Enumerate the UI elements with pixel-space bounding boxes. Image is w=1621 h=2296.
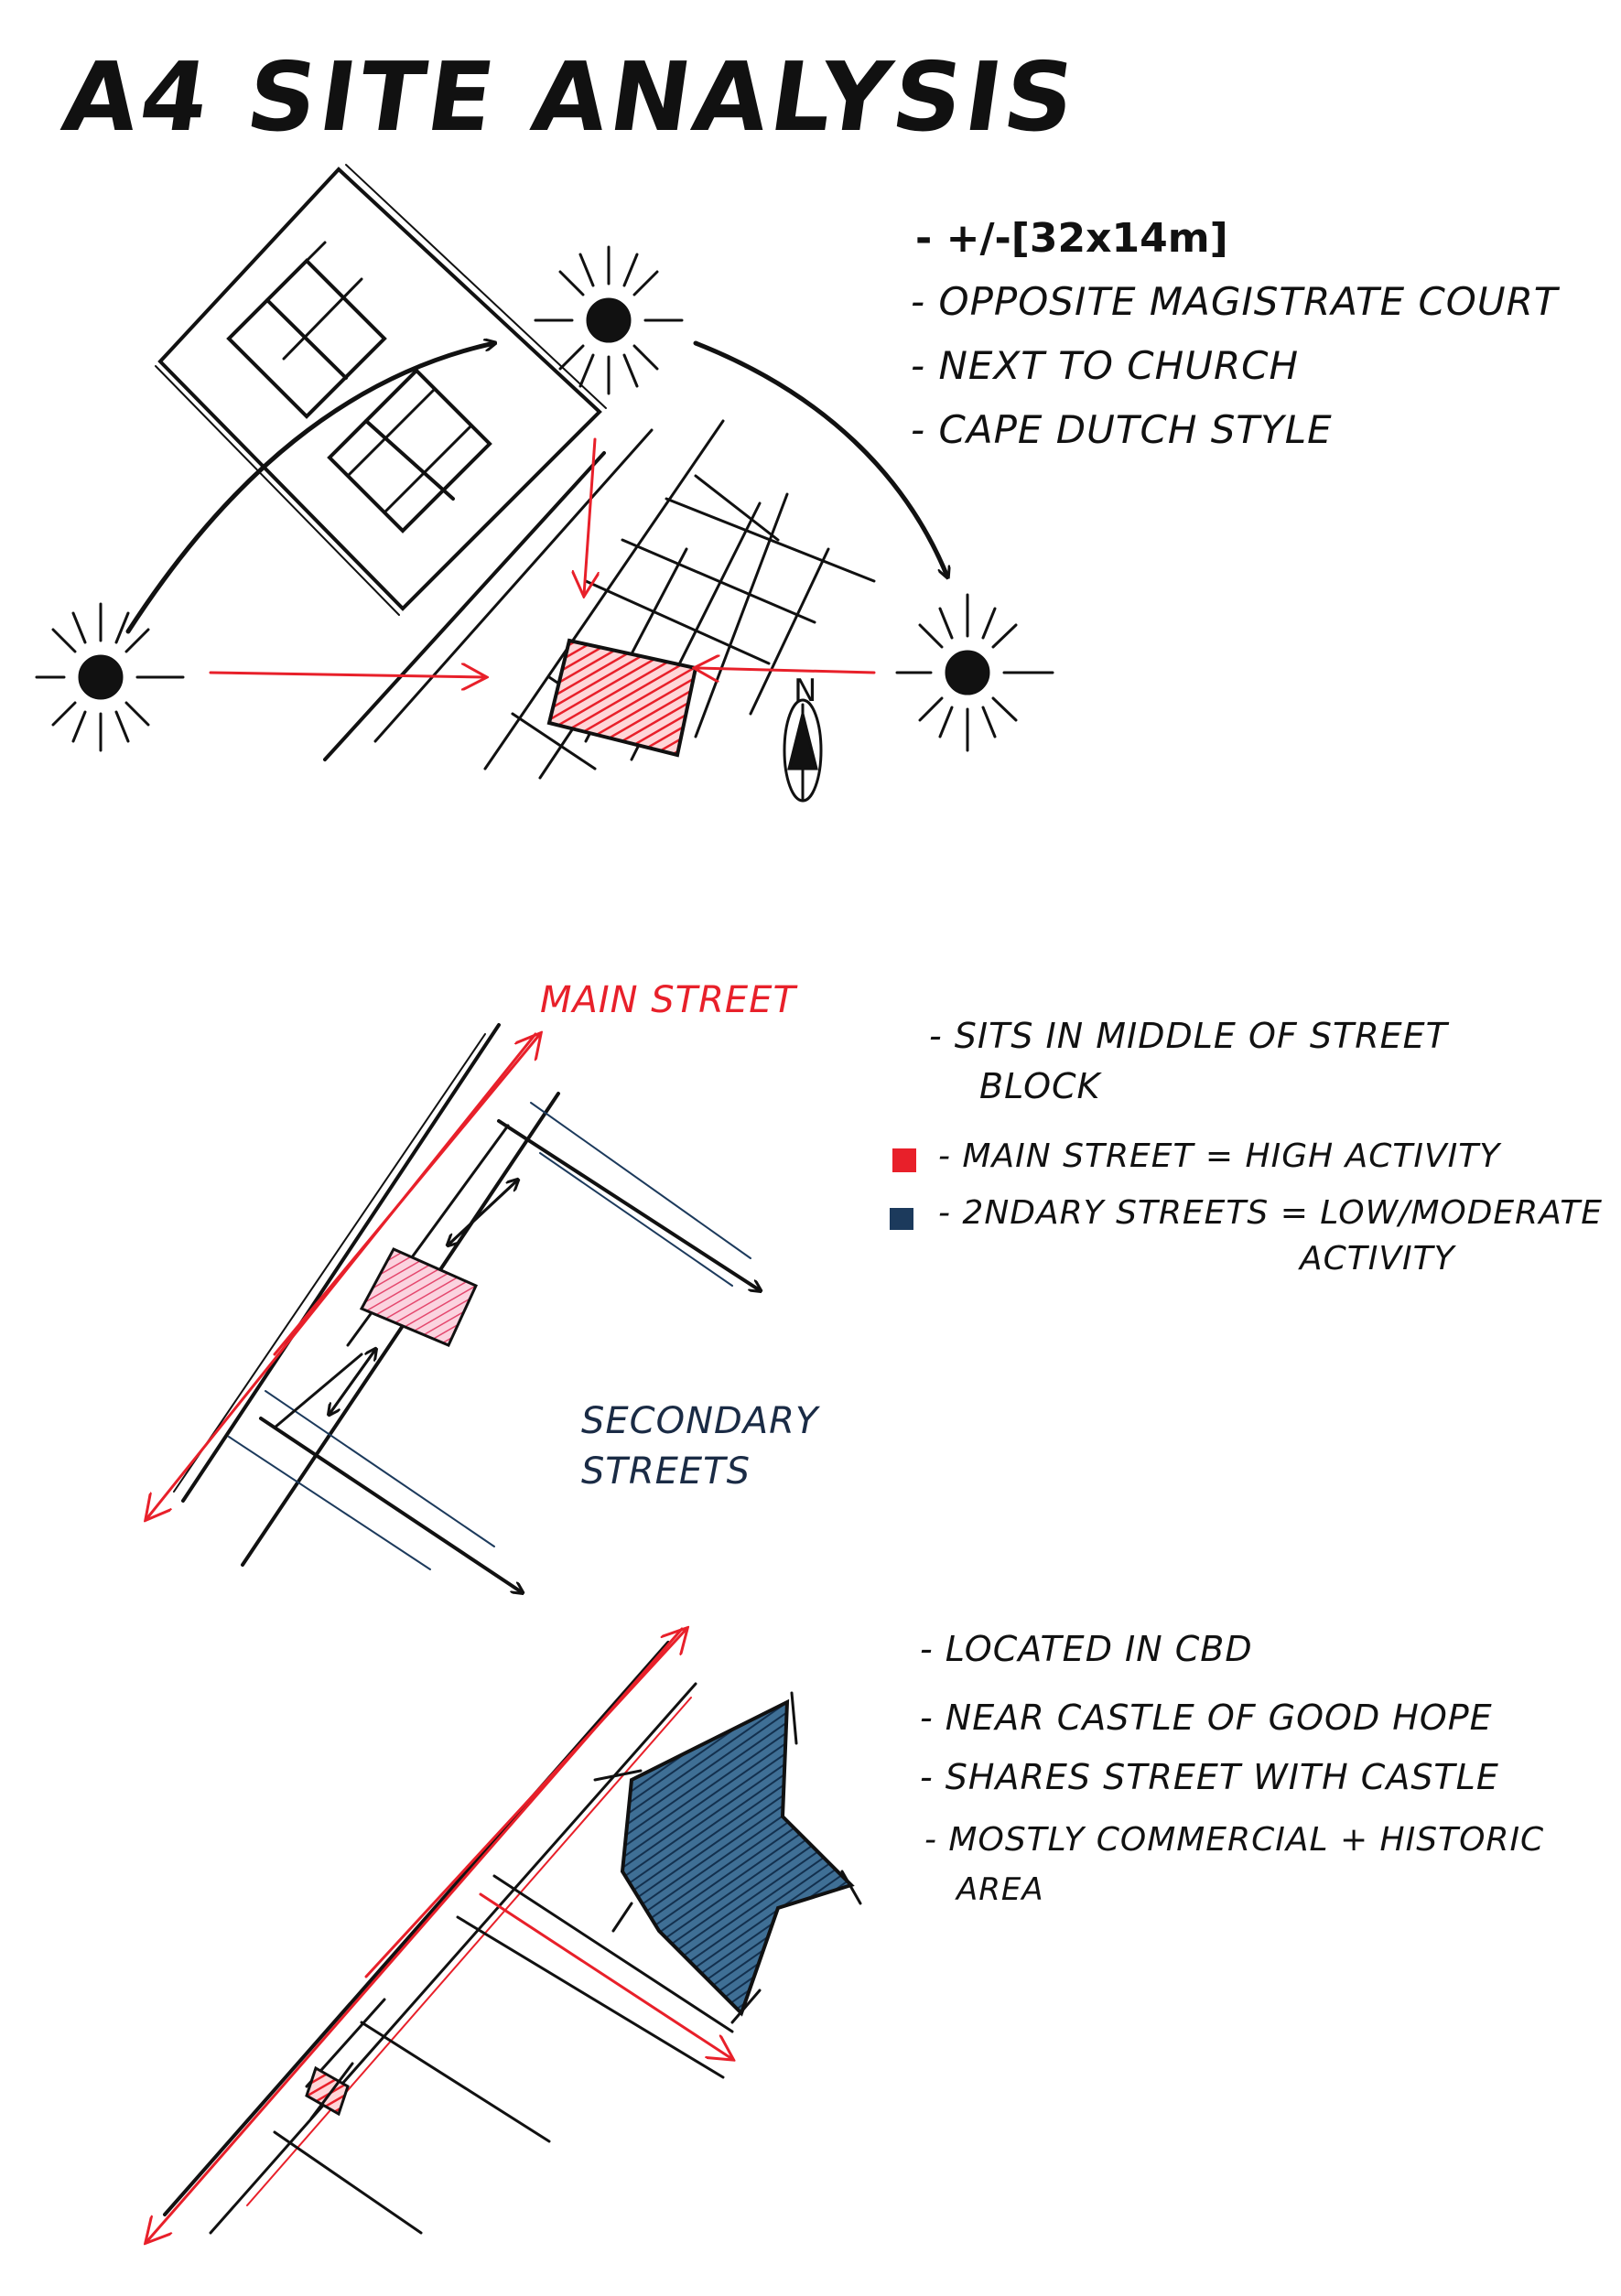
note-shares-street: - SHARES STREET WITH CASTLE bbox=[920, 1757, 1499, 1797]
legend-secondary-street-text: - 2NDARY STREETS = LOW/MODERATE bbox=[938, 1194, 1603, 1232]
section1-site-plan bbox=[35, 164, 1054, 803]
section2-street-diagram bbox=[146, 1023, 916, 1592]
main-street-label: MAIN STREET bbox=[540, 979, 796, 1021]
note-near-castle: - NEAR CASTLE OF GOOD HOPE bbox=[920, 1698, 1493, 1738]
note-commercial-historic-cont: AREA bbox=[956, 1871, 1044, 1908]
note-cape-dutch: - CAPE DUTCH STYLE bbox=[911, 407, 1333, 452]
section3-context-diagram bbox=[146, 1629, 862, 2242]
north-label: N bbox=[794, 673, 818, 709]
secondary-streets-label-2: STREETS bbox=[581, 1450, 751, 1493]
secondary-streets-label-1: SECONDARY bbox=[581, 1400, 819, 1442]
legend-main-street-swatch bbox=[892, 1148, 916, 1172]
note-middle-of-block-cont: BLOCK bbox=[979, 1066, 1101, 1106]
site-block bbox=[511, 474, 876, 780]
note-middle-of-block: - SITS IN MIDDLE OF STREET bbox=[929, 1016, 1448, 1056]
legend-secondary-street-swatch bbox=[890, 1208, 913, 1230]
sun-marker-west bbox=[35, 602, 185, 752]
legend-secondary-street-text-cont: ACTIVITY bbox=[1300, 1240, 1455, 1277]
sun-marker-south bbox=[895, 593, 1054, 752]
note-next-to-church: - NEXT TO CHURCH bbox=[911, 343, 1300, 388]
site-dimensions: - +/-[32x14m] bbox=[915, 215, 1228, 262]
page-title: A4 SITE ANALYSIS bbox=[56, 41, 1086, 153]
magistrate-court-building bbox=[155, 164, 607, 616]
castle-of-good-hope-shape bbox=[593, 1691, 862, 2024]
note-opposite-court: - OPPOSITE MAGISTRATE COURT bbox=[911, 279, 1559, 324]
north-arrow-icon bbox=[783, 698, 823, 803]
legend-main-street-text: - MAIN STREET = HIGH ACTIVITY bbox=[938, 1137, 1501, 1175]
note-located-cbd: - LOCATED IN CBD bbox=[920, 1629, 1253, 1669]
sun-marker-east bbox=[534, 245, 684, 395]
note-commercial-historic: - MOSTLY COMMERCIAL + HISTORIC bbox=[924, 1821, 1545, 1859]
